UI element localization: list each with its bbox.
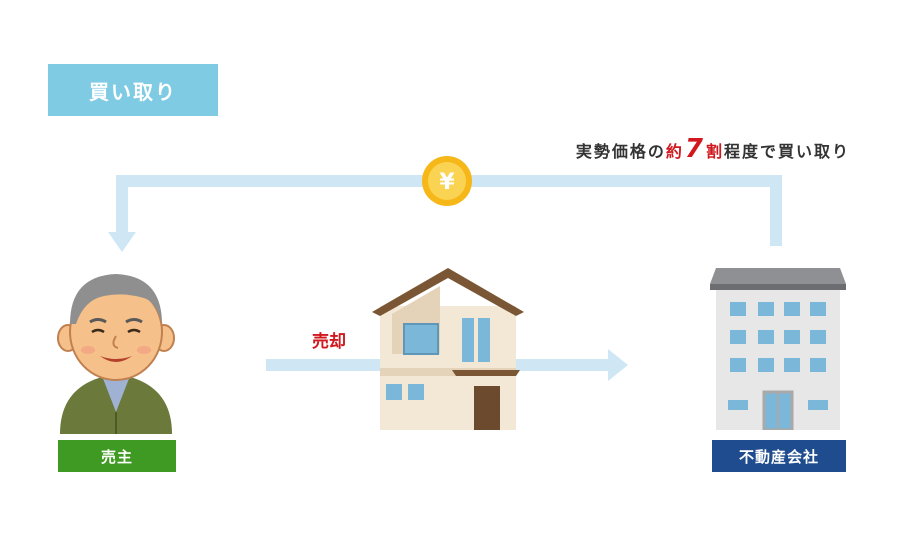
seller-person-icon <box>57 274 175 434</box>
payment-arrowhead <box>108 232 136 252</box>
yen-coin-icon <box>422 156 472 206</box>
sale-label: 売却 <box>312 332 346 352</box>
diagram-title: 買い取り <box>48 64 218 116</box>
caption-prefix: 実勢価格の <box>575 142 666 161</box>
caption-suffix: 程度で買い取り <box>723 142 850 161</box>
caption-red-1: 約 <box>665 142 684 161</box>
yen-symbol: ¥ <box>439 170 455 195</box>
seller-tag: 売主 <box>58 440 176 472</box>
caption-red-2: 割 <box>705 142 724 161</box>
company-tag: 不動産会社 <box>712 440 846 472</box>
house-icon <box>372 268 524 430</box>
caption-number: 7 <box>684 134 705 164</box>
sale-arrowhead <box>608 349 628 381</box>
price-caption: 実勢価格の 約 7 割 程度で買い取り <box>520 134 850 166</box>
company-building-icon <box>710 268 846 430</box>
